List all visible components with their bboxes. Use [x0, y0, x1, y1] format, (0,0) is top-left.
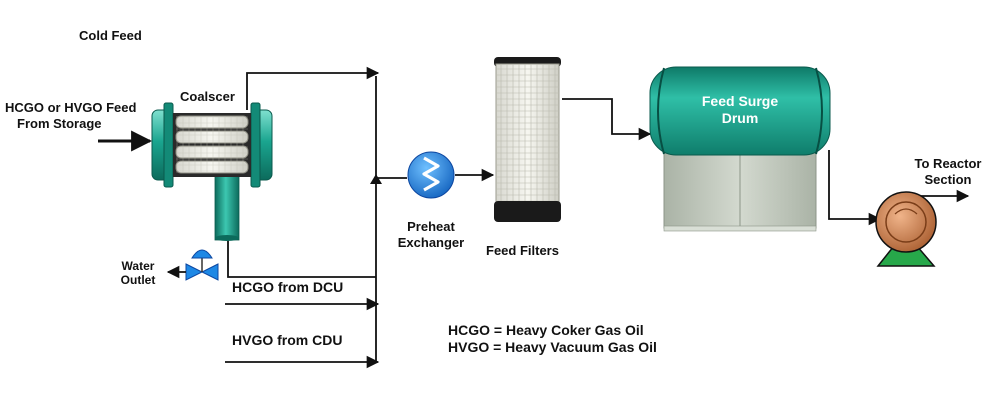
feed-surge-drum [649, 66, 831, 232]
drum-to-pump-line [828, 150, 882, 226]
reactor-section-label: To Reactor Section [902, 156, 994, 187]
drum-shell [649, 66, 831, 156]
preheat-exchanger [407, 151, 455, 199]
hcgo-from-dcu-label: HCGO from DCU [232, 279, 344, 295]
reactor-line1: To Reactor [914, 156, 982, 171]
preheat-line1: Preheat [407, 219, 455, 234]
exchanger-zigzag-icon [422, 156, 440, 192]
feed-filters-label: Feed Filters [486, 243, 559, 258]
surge-drum-line2: Drum [721, 109, 759, 126]
feed-source-label: HCGO or HVGO Feed From Storage [5, 100, 137, 131]
coalescer-boot-end [215, 235, 239, 241]
legend-hvgo: HVGO = Heavy Vacuum Gas Oil [448, 338, 657, 355]
water-outlet-line1: Water [121, 259, 155, 273]
abbreviation-legend: HCGO = Heavy Coker Gas Oil HVGO = Heavy … [448, 322, 657, 356]
water-outlet-label: Water Outlet [110, 259, 166, 288]
feed-filter-cartridge [494, 57, 561, 222]
surge-drum-line1: Feed Surge [701, 93, 779, 109]
preheat-exchanger-label: Preheat Exchanger [388, 219, 474, 250]
coalescer-outlet-line [246, 66, 380, 110]
coalescer-vessel [151, 102, 273, 241]
coalescer-elements [175, 115, 249, 174]
coalescer-downleg [214, 169, 240, 241]
surge-drum-label: Feed Surge Drum [680, 93, 800, 127]
transfer-pump [875, 191, 937, 267]
feed-source-line1: HCGO or HVGO Feed [5, 100, 137, 115]
water-to-header-line [227, 240, 376, 278]
feed-source-line2: From Storage [17, 115, 102, 131]
legend-hcgo: HCGO = Heavy Coker Gas Oil [448, 322, 644, 338]
cold-feed-label: Cold Feed [79, 28, 142, 43]
water-outlet-line2: Outlet [120, 273, 156, 288]
filter-to-drum-line [562, 98, 652, 141]
water-outlet-valve [166, 249, 219, 281]
reactor-line2: Section [924, 171, 972, 187]
header-upflow-arrow [370, 174, 382, 184]
hvgo-from-cdu-label: HVGO from CDU [232, 332, 343, 348]
coalescer-label: Coalscer [180, 89, 235, 104]
preheat-line2: Exchanger [397, 234, 465, 250]
